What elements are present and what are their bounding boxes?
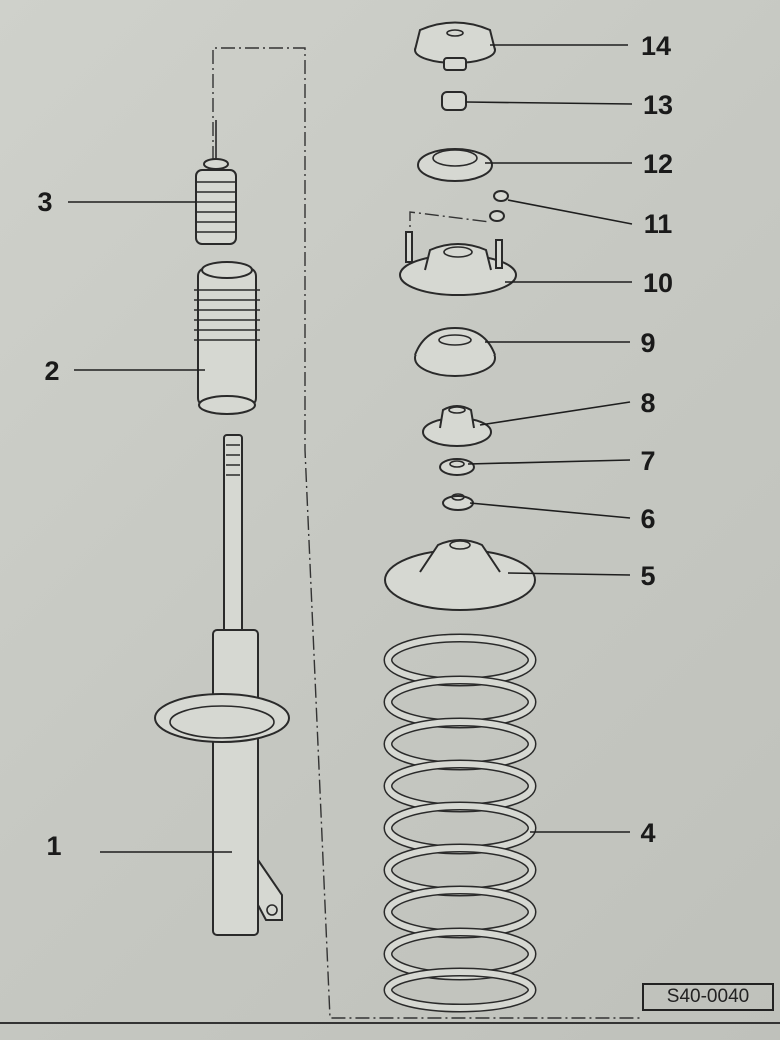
part-10-strut-mount xyxy=(399,211,517,296)
callout-2: 2 xyxy=(44,356,59,386)
leader-lines xyxy=(68,44,633,853)
part-7-washer xyxy=(439,458,475,476)
bottom-rule xyxy=(0,1022,780,1024)
part-14-cap xyxy=(414,21,496,71)
callout-11: 11 xyxy=(644,209,673,239)
callout-10: 10 xyxy=(643,268,673,298)
part-12-bearing xyxy=(417,148,493,182)
part-1-shock-absorber xyxy=(154,434,290,936)
callout-6: 6 xyxy=(640,504,655,534)
callout-9: 9 xyxy=(640,328,655,358)
part-5-spring-seat xyxy=(384,539,536,611)
callout-12: 12 xyxy=(643,149,673,179)
callout-13: 13 xyxy=(643,90,673,120)
callout-8: 8 xyxy=(640,388,655,418)
assembly-frame-line xyxy=(212,47,640,1019)
callout-7: 7 xyxy=(640,446,655,476)
figure-reference-code: S40-0040 xyxy=(642,983,774,1011)
part-3-bump-stop xyxy=(195,120,237,245)
part-9-upper-seat xyxy=(414,326,496,377)
callout-1: 1 xyxy=(46,831,61,861)
callout-5: 5 xyxy=(640,561,655,591)
part-8-spacer xyxy=(422,405,492,447)
callout-4: 4 xyxy=(640,818,655,848)
callout-14: 14 xyxy=(641,31,671,61)
part-6-bush xyxy=(442,493,474,511)
part-4-coil-spring xyxy=(383,633,537,1013)
part-13-nut xyxy=(441,91,467,111)
part-11-washers xyxy=(489,190,509,222)
part-2-protective-boot xyxy=(194,261,260,415)
callout-3: 3 xyxy=(37,187,52,217)
